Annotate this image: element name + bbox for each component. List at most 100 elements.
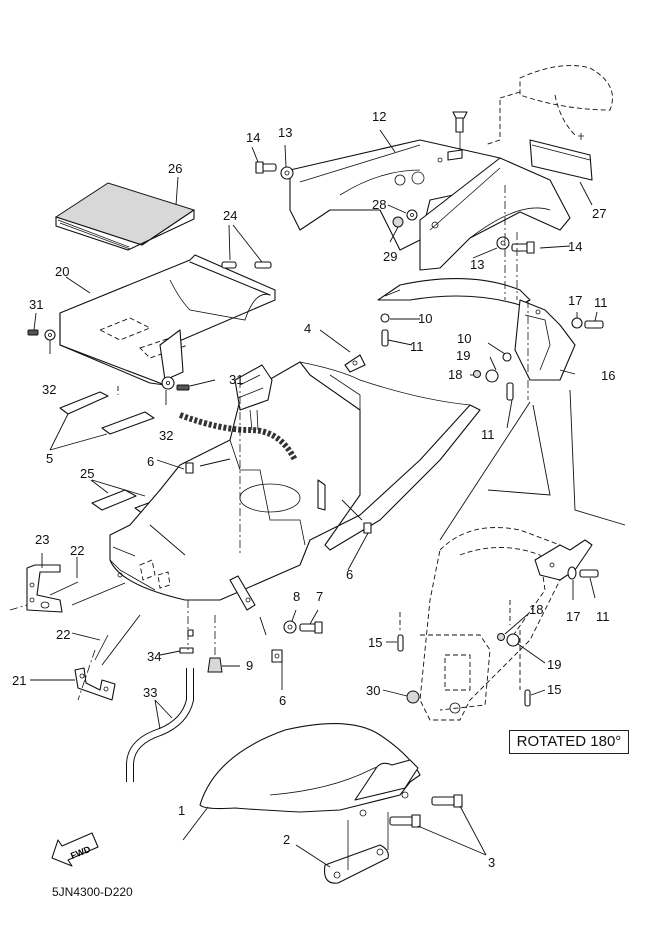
callout-3[interactable]: 3	[488, 855, 496, 870]
washer-8[interactable]	[283, 620, 297, 634]
bolt-31a[interactable]	[27, 329, 39, 336]
bolt-3b[interactable]	[389, 814, 421, 828]
callout-7[interactable]: 7	[316, 589, 324, 604]
callout-17-b[interactable]: 17	[566, 609, 581, 624]
callout-2[interactable]: 2	[283, 832, 291, 847]
callout-6-b[interactable]: 6	[346, 567, 354, 582]
bolt-22b[interactable]	[94, 634, 109, 661]
mudguard-flap[interactable]	[377, 278, 531, 306]
bolt-31b[interactable]	[176, 384, 190, 391]
callout-28[interactable]: 28	[372, 197, 387, 212]
callout-11-c[interactable]: 11	[481, 427, 495, 442]
clip-6a[interactable]	[185, 462, 194, 474]
bolt-24b[interactable]	[254, 261, 272, 269]
callout-20[interactable]: 20	[55, 264, 70, 279]
callout-6-c[interactable]: 6	[279, 693, 287, 708]
callout-14-b[interactable]: 14	[568, 239, 583, 254]
washer-28[interactable]	[406, 209, 418, 221]
bolt-11d[interactable]	[579, 569, 599, 578]
hose-33[interactable]	[126, 668, 194, 782]
collar-13b[interactable]	[496, 236, 510, 250]
callout-15-b[interactable]: 15	[547, 682, 562, 697]
wire-harness[interactable]	[178, 364, 298, 462]
callout-21[interactable]: 21	[12, 673, 27, 688]
bolt-14a[interactable]	[255, 161, 277, 174]
callout-27[interactable]: 27	[592, 206, 607, 221]
callout-16[interactable]: 16	[601, 368, 616, 383]
part-1-front-fender[interactable]	[199, 723, 421, 817]
part-26-battery[interactable]	[54, 182, 196, 251]
screw-top[interactable]	[452, 111, 468, 133]
callout-24[interactable]: 24	[223, 208, 238, 223]
part-20-battery-box[interactable]	[59, 254, 276, 386]
callout-31-b[interactable]: 31	[229, 372, 244, 387]
callout-15-a[interactable]: 15	[368, 635, 383, 650]
part-5-pads[interactable]	[59, 391, 155, 435]
collar-19a[interactable]	[485, 369, 499, 383]
part-27-tail-light[interactable]	[519, 65, 613, 181]
bolt-3a[interactable]	[431, 794, 463, 808]
bolt-22a[interactable]	[49, 581, 79, 596]
rotated-view-assembly[interactable]	[419, 527, 593, 721]
bolt-7[interactable]	[299, 621, 323, 634]
callout-19-a[interactable]: 19	[456, 348, 471, 363]
bracket-21[interactable]	[74, 667, 116, 701]
callout-9[interactable]: 9	[246, 658, 254, 673]
callout-4[interactable]: 4	[304, 321, 312, 336]
callout-25[interactable]: 25	[80, 466, 95, 481]
callout-26[interactable]: 26	[168, 161, 183, 176]
callout-13-b[interactable]: 13	[470, 257, 485, 272]
callout-18-b[interactable]: 18	[529, 602, 544, 617]
callout-23[interactable]: 23	[35, 532, 50, 547]
bolt-15a[interactable]	[397, 634, 404, 652]
nut-18b[interactable]	[497, 633, 505, 641]
callout-1[interactable]: 1	[178, 803, 186, 818]
collar-13a[interactable]	[280, 166, 294, 180]
callout-32-b[interactable]: 32	[159, 428, 174, 443]
nut-10b[interactable]	[502, 352, 512, 362]
bolt-24a[interactable]	[221, 261, 237, 269]
washer-17b[interactable]	[567, 566, 577, 580]
bolt-11a[interactable]	[584, 320, 604, 329]
callout-5[interactable]: 5	[46, 451, 54, 466]
bracket-23[interactable]	[26, 564, 63, 613]
clip-6c[interactable]	[271, 649, 283, 663]
callout-34[interactable]: 34	[147, 649, 162, 664]
callout-31-a[interactable]: 31	[29, 297, 44, 312]
callout-12[interactable]: 12	[372, 109, 387, 124]
bolt-11c[interactable]	[506, 382, 514, 401]
callout-10-a[interactable]: 10	[418, 311, 433, 326]
bolt-11b[interactable]	[381, 329, 389, 347]
part-2-brace[interactable]	[323, 812, 389, 884]
washer-32b[interactable]	[161, 376, 175, 390]
nut-18a[interactable]	[473, 370, 481, 378]
callout-8[interactable]: 8	[293, 589, 301, 604]
callout-6-a[interactable]: 6	[147, 454, 155, 469]
callout-11-b[interactable]: 11	[410, 339, 424, 354]
callout-19-b[interactable]: 19	[547, 657, 562, 672]
collar-19b[interactable]	[506, 633, 520, 647]
clip-6b[interactable]	[363, 522, 372, 534]
part-12-rear-fender-side[interactable]	[419, 157, 571, 271]
callout-14-a[interactable]: 14	[246, 130, 261, 145]
callout-18-a[interactable]: 18	[448, 367, 463, 382]
bolt-15b[interactable]	[524, 689, 531, 707]
callout-33[interactable]: 33	[143, 685, 158, 700]
grommet-9[interactable]	[207, 657, 223, 673]
callout-10-b[interactable]: 10	[457, 331, 472, 346]
bolt-14b[interactable]	[511, 241, 535, 254]
callout-30[interactable]: 30	[366, 683, 381, 698]
callout-13-a[interactable]: 13	[278, 125, 293, 140]
part-4-rear-inner-fender[interactable]	[109, 354, 481, 611]
callout-22-a[interactable]: 22	[70, 543, 85, 558]
nut-29[interactable]	[392, 216, 404, 228]
callout-22-b[interactable]: 22	[56, 627, 71, 642]
washer-32a[interactable]	[44, 329, 56, 341]
callout-11-a[interactable]: 11	[594, 295, 608, 310]
washer-17a[interactable]	[571, 317, 583, 329]
part-16-bracket[interactable]	[514, 299, 576, 381]
nut-10a[interactable]	[380, 313, 390, 323]
callout-29[interactable]: 29	[383, 249, 398, 264]
callout-32-a[interactable]: 32	[42, 382, 57, 397]
callout-11-d[interactable]: 11	[596, 609, 610, 624]
